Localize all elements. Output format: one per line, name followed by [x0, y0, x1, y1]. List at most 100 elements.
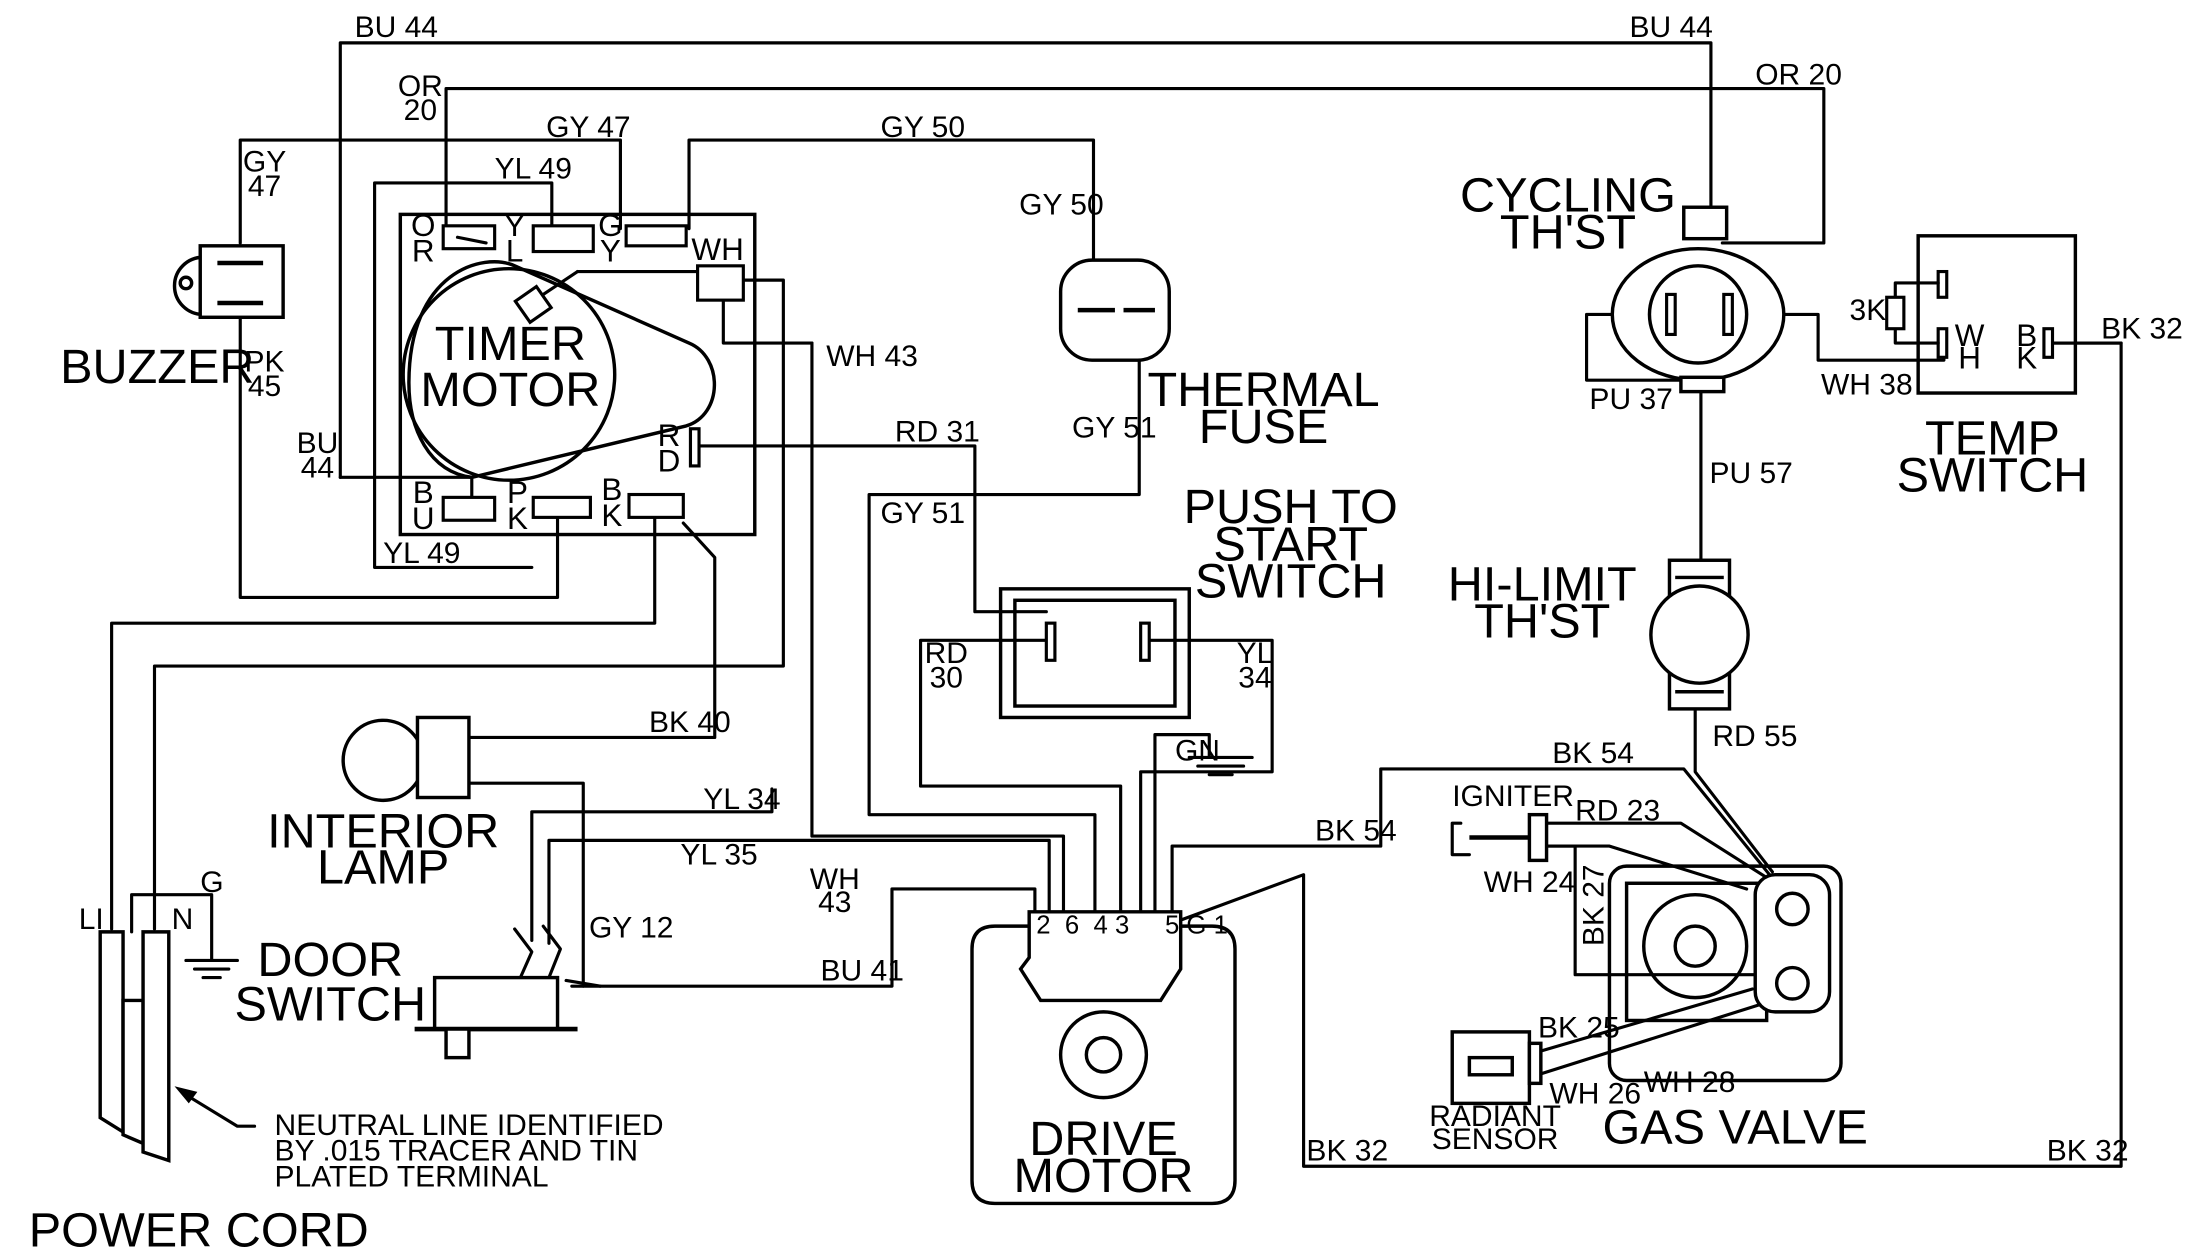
wire-wh26: [1536, 1001, 1766, 1077]
cycling-thst-term-2: [1722, 292, 1734, 337]
lamp-socket: [415, 715, 471, 800]
timer-motor-lead: [541, 269, 580, 296]
term-cord-li: LI: [79, 903, 104, 936]
term-timer-pk-1: P: [507, 475, 528, 510]
wire-label-yl34-right-2: 34: [1238, 661, 1271, 694]
door-switch-blade-3: [564, 978, 602, 988]
wire-labels: BU 44 BU 44 OR 20 OR 20 GY 47 GY 47 YL 4…: [243, 11, 2183, 1167]
wire-label-gy12: GY 12: [589, 912, 674, 945]
wire-bk27: [1544, 844, 1749, 891]
radiant-sensor: [1450, 1030, 1543, 1106]
temp-switch: [1885, 234, 2078, 395]
terminal-labels: O R Y L G Y WH R D B U P K B K W H B K 3…: [79, 208, 2038, 939]
wire-bu44-left: [338, 475, 474, 499]
term-timer-bk-1: B: [601, 472, 622, 507]
temp-switch-body: [1916, 234, 2078, 395]
wire-label-gy51-right: GY 51: [1072, 411, 1157, 444]
timer-term-gy: [624, 224, 688, 248]
term-timer-yl-1: Y: [504, 208, 525, 243]
wire-label-or20-left-2: 20: [404, 94, 437, 127]
label-door-switch-1: DOOR: [257, 933, 403, 987]
wire-label-yl49-top: YL 49: [495, 153, 572, 186]
wire-label-pu57: PU 57: [1709, 457, 1792, 490]
component-labels: BUZZER TIMER MOTOR THERMAL FUSE PUSH TO …: [29, 169, 2089, 1252]
wires: [110, 41, 2123, 1168]
drive-motor-housing: [970, 924, 1237, 1206]
wire-label-wh28: WH 28: [1644, 1066, 1736, 1099]
wire-wh43-motor: [810, 341, 1066, 914]
label-igniter: IGNITER: [1452, 780, 1574, 813]
thermal-fuse-body: [1058, 258, 1171, 362]
gas-valve-coil-inner: [1673, 924, 1717, 968]
wire-label-rd30-2: 30: [930, 661, 963, 694]
power-cord-g: [141, 930, 171, 1163]
term-timer-yl-2: L: [506, 234, 523, 269]
lamp-bulb: [341, 718, 425, 803]
wire-gy50: [687, 138, 1096, 305]
wire-label-rd23: RD 23: [1575, 794, 1660, 827]
wire-label-gy50-side: GY 50: [1019, 188, 1104, 221]
push-switch-tab-2: [1139, 621, 1151, 662]
door-switch-body: [432, 975, 560, 1031]
gas-valve-frame: [1607, 864, 1843, 1083]
wire-label-bk54-low: BK 54: [1315, 814, 1397, 847]
igniter: [1450, 812, 1549, 863]
wire-label-yl34-right-1: YL: [1237, 637, 1274, 670]
wire-label-wh43-low-1: WH: [810, 863, 860, 896]
label-thermal-fuse-2: FUSE: [1199, 400, 1329, 454]
wire-rd30: [918, 638, 1123, 914]
wire-yl35: [547, 838, 1051, 945]
term-motor-pins: 2 6 4 3 5 G 1: [1036, 911, 1228, 939]
wire-label-rd30-1: RD: [925, 637, 968, 670]
label-neutral-note-3: PLATED TERMINAL: [275, 1160, 549, 1193]
power-cord-n: [121, 998, 145, 1146]
label-push-to-start-1: PUSH TO: [1184, 480, 1398, 534]
wire-label-wh43-top: WH 43: [826, 340, 918, 373]
label-push-to-start-3: SWITCH: [1195, 554, 1387, 608]
door-switch-plunger: [444, 1027, 471, 1060]
term-timer-gy-1: G: [598, 208, 622, 243]
term-timer-or-2: R: [412, 234, 435, 269]
label-cycling-thst-2: TH'ST: [1500, 206, 1636, 260]
term-timer-bu-1: B: [413, 475, 434, 510]
igniter-element: [1450, 821, 1471, 857]
wire-label-bk32-bottom-right: BK 32: [2047, 1135, 2129, 1168]
wire-label-or20-left-1: OR: [398, 70, 443, 103]
hi-limit-disc: [1649, 584, 1750, 685]
label-radiant-sensor-2: SENSOR: [1432, 1123, 1559, 1156]
neutral-note-arrowhead: [174, 1086, 198, 1104]
term-temp-resistor: 3K: [1850, 294, 1887, 327]
wire-label-wh24: WH 24: [1484, 866, 1576, 899]
term-timer-or-1: O: [411, 208, 435, 243]
igniter-plug: [1527, 812, 1549, 863]
wire-label-rd55: RD 55: [1712, 720, 1797, 753]
power-cord-li: [98, 930, 125, 1136]
wire-label-pk45-1: PK: [245, 346, 285, 379]
wire-rd31: [696, 444, 1048, 614]
wire-bk40: [467, 521, 717, 740]
power-cord: [98, 893, 257, 1163]
interior-lamp: [341, 715, 471, 803]
timer-term-rd: [688, 427, 701, 468]
label-drive-motor-1: DRIVE: [1029, 1112, 1177, 1166]
term-timer-gy-2: Y: [600, 234, 621, 269]
term-timer-bk-2: K: [601, 498, 622, 533]
term-ground-gn: GN: [1175, 734, 1220, 767]
wire-label-bk32-bottom-left: BK 32: [1306, 1135, 1388, 1168]
wire-bu44-top: [338, 41, 1713, 479]
label-temp-switch-1: TEMP: [1925, 411, 2060, 465]
wire-bk-timer: [110, 512, 657, 931]
drive-motor-connector: [1018, 910, 1183, 1003]
wire-label-gy47-left-2: 47: [248, 170, 281, 203]
cycling-thermostat: [1610, 205, 1786, 394]
wire-label-gy47-top: GY 47: [546, 111, 631, 144]
label-hi-limit-2: TH'ST: [1474, 594, 1610, 648]
wire-label-gy51-left: GY 51: [881, 497, 966, 530]
timer-term-bk: [627, 492, 685, 519]
label-timer-motor-1: TIMER: [435, 317, 586, 371]
term-cord-n: N: [172, 903, 194, 936]
buzzer: [172, 244, 285, 320]
wire-label-gy47-left-1: GY: [243, 146, 286, 179]
term-temp-bk-2: K: [2016, 341, 2037, 376]
timer-housing: [398, 212, 757, 537]
